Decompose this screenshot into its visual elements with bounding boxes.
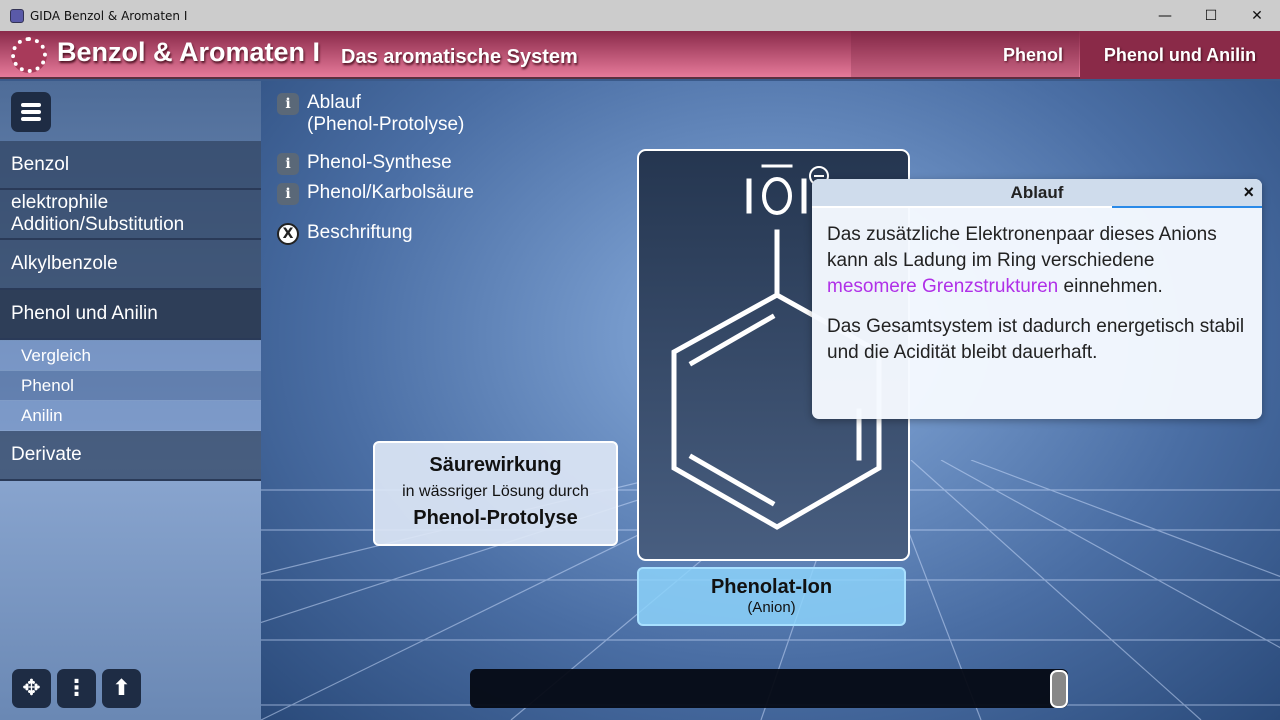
sidebar-subitem-anilin[interactable]: Anilin (0, 401, 261, 430)
phenolat-ion-label: Phenolat-Ion (Anion) (637, 567, 906, 626)
info-icon: i (277, 93, 299, 115)
sidebar-item-benzol[interactable]: Benzol (0, 141, 261, 190)
minimize-button[interactable]: — (1158, 7, 1172, 24)
sidebar: Benzol elektrophile Addition/Substitutio… (0, 81, 261, 720)
popup-title: Ablauf (1010, 182, 1064, 202)
window-title: GIDA Benzol & Aromaten I (30, 8, 188, 23)
info-link-ablauf[interactable]: i Ablauf(Phenol-Protolyse) (277, 92, 464, 136)
sidebar-item-elektrophile[interactable]: elektrophile Addition/Substitution (0, 190, 261, 240)
window-titlebar: GIDA Benzol & Aromaten I — ☐ ✕ (0, 0, 1280, 31)
sidebar-subitem-phenol[interactable]: Phenol (0, 371, 261, 400)
phenolat-title: Phenolat-Ion (710, 576, 833, 598)
info-sublabel: (Phenol-Protolyse) (307, 114, 465, 135)
hamburger-menu-button[interactable] (11, 92, 51, 132)
maximize-button[interactable]: ☐ (1204, 7, 1218, 24)
gida-logo (11, 37, 47, 73)
more-options-icon[interactable]: ⋮ (57, 669, 96, 708)
info-label: Ablauf (307, 92, 361, 113)
popup-paragraph-1: Das zusätzliche Elektronenpaar dieses An… (827, 222, 1247, 300)
info-icon: i (277, 153, 299, 175)
popup-text: Das zusätzliche Elektronenpaar dieses An… (827, 224, 1217, 271)
info-label: Phenol-Synthese (307, 152, 452, 173)
close-button[interactable]: ✕ (1251, 7, 1263, 24)
info-link-karbolsaeure[interactable]: i Phenol/Karbolsäure (277, 182, 474, 205)
app-icon (10, 8, 24, 23)
close-circle-icon: X (277, 223, 299, 245)
info-label: Beschriftung (307, 222, 413, 243)
app-header: Benzol & Aromaten I Das aromatische Syst… (0, 31, 1280, 79)
phenolat-sub: (Anion) (747, 599, 796, 616)
slider-thumb[interactable] (1050, 670, 1068, 708)
nav-phenol[interactable]: Phenol (851, 31, 1079, 79)
info-icon: i (277, 183, 299, 205)
timeline-slider[interactable] (470, 669, 1068, 708)
nav-phenol-und-anilin[interactable]: Phenol und Anilin (1080, 31, 1280, 79)
move-icon[interactable]: ✥ (12, 669, 51, 708)
ablauf-popup: Ablauf × Das zusätzliche Elektronenpaar … (812, 179, 1262, 419)
toggle-beschriftung[interactable]: X Beschriftung (277, 222, 413, 245)
acid-effect-box: Säurewirkung in wässriger Lösung durch P… (373, 441, 618, 546)
mesomere-link[interactable]: mesomere Grenzstrukturen (827, 276, 1059, 297)
close-icon[interactable]: × (1243, 182, 1254, 202)
sidebar-item-derivate[interactable]: Derivate (0, 431, 261, 481)
arrow-up-icon[interactable]: ⬆ (102, 669, 141, 708)
sidebar-item-phenol-und-anilin[interactable]: Phenol und Anilin (0, 290, 261, 340)
info-link-phenol-synthese[interactable]: i Phenol-Synthese (277, 152, 452, 175)
app-subtitle: Das aromatische System (341, 46, 578, 68)
popup-paragraph-2: Das Gesamtsystem ist dadurch energetisch… (827, 316, 1245, 363)
acid-line1: Säurewirkung (429, 454, 562, 476)
sidebar-item-alkylbenzole[interactable]: Alkylbenzole (0, 240, 261, 290)
acid-line2: in wässriger Lösung durch (402, 483, 589, 500)
sidebar-subitem-vergleich[interactable]: Vergleich (0, 341, 261, 370)
popup-text: einnehmen. (1058, 276, 1163, 297)
app-title: Benzol & Aromaten I (57, 37, 321, 67)
acid-line3: Phenol-Protolyse (413, 507, 578, 529)
info-label: Phenol/Karbolsäure (307, 182, 474, 203)
